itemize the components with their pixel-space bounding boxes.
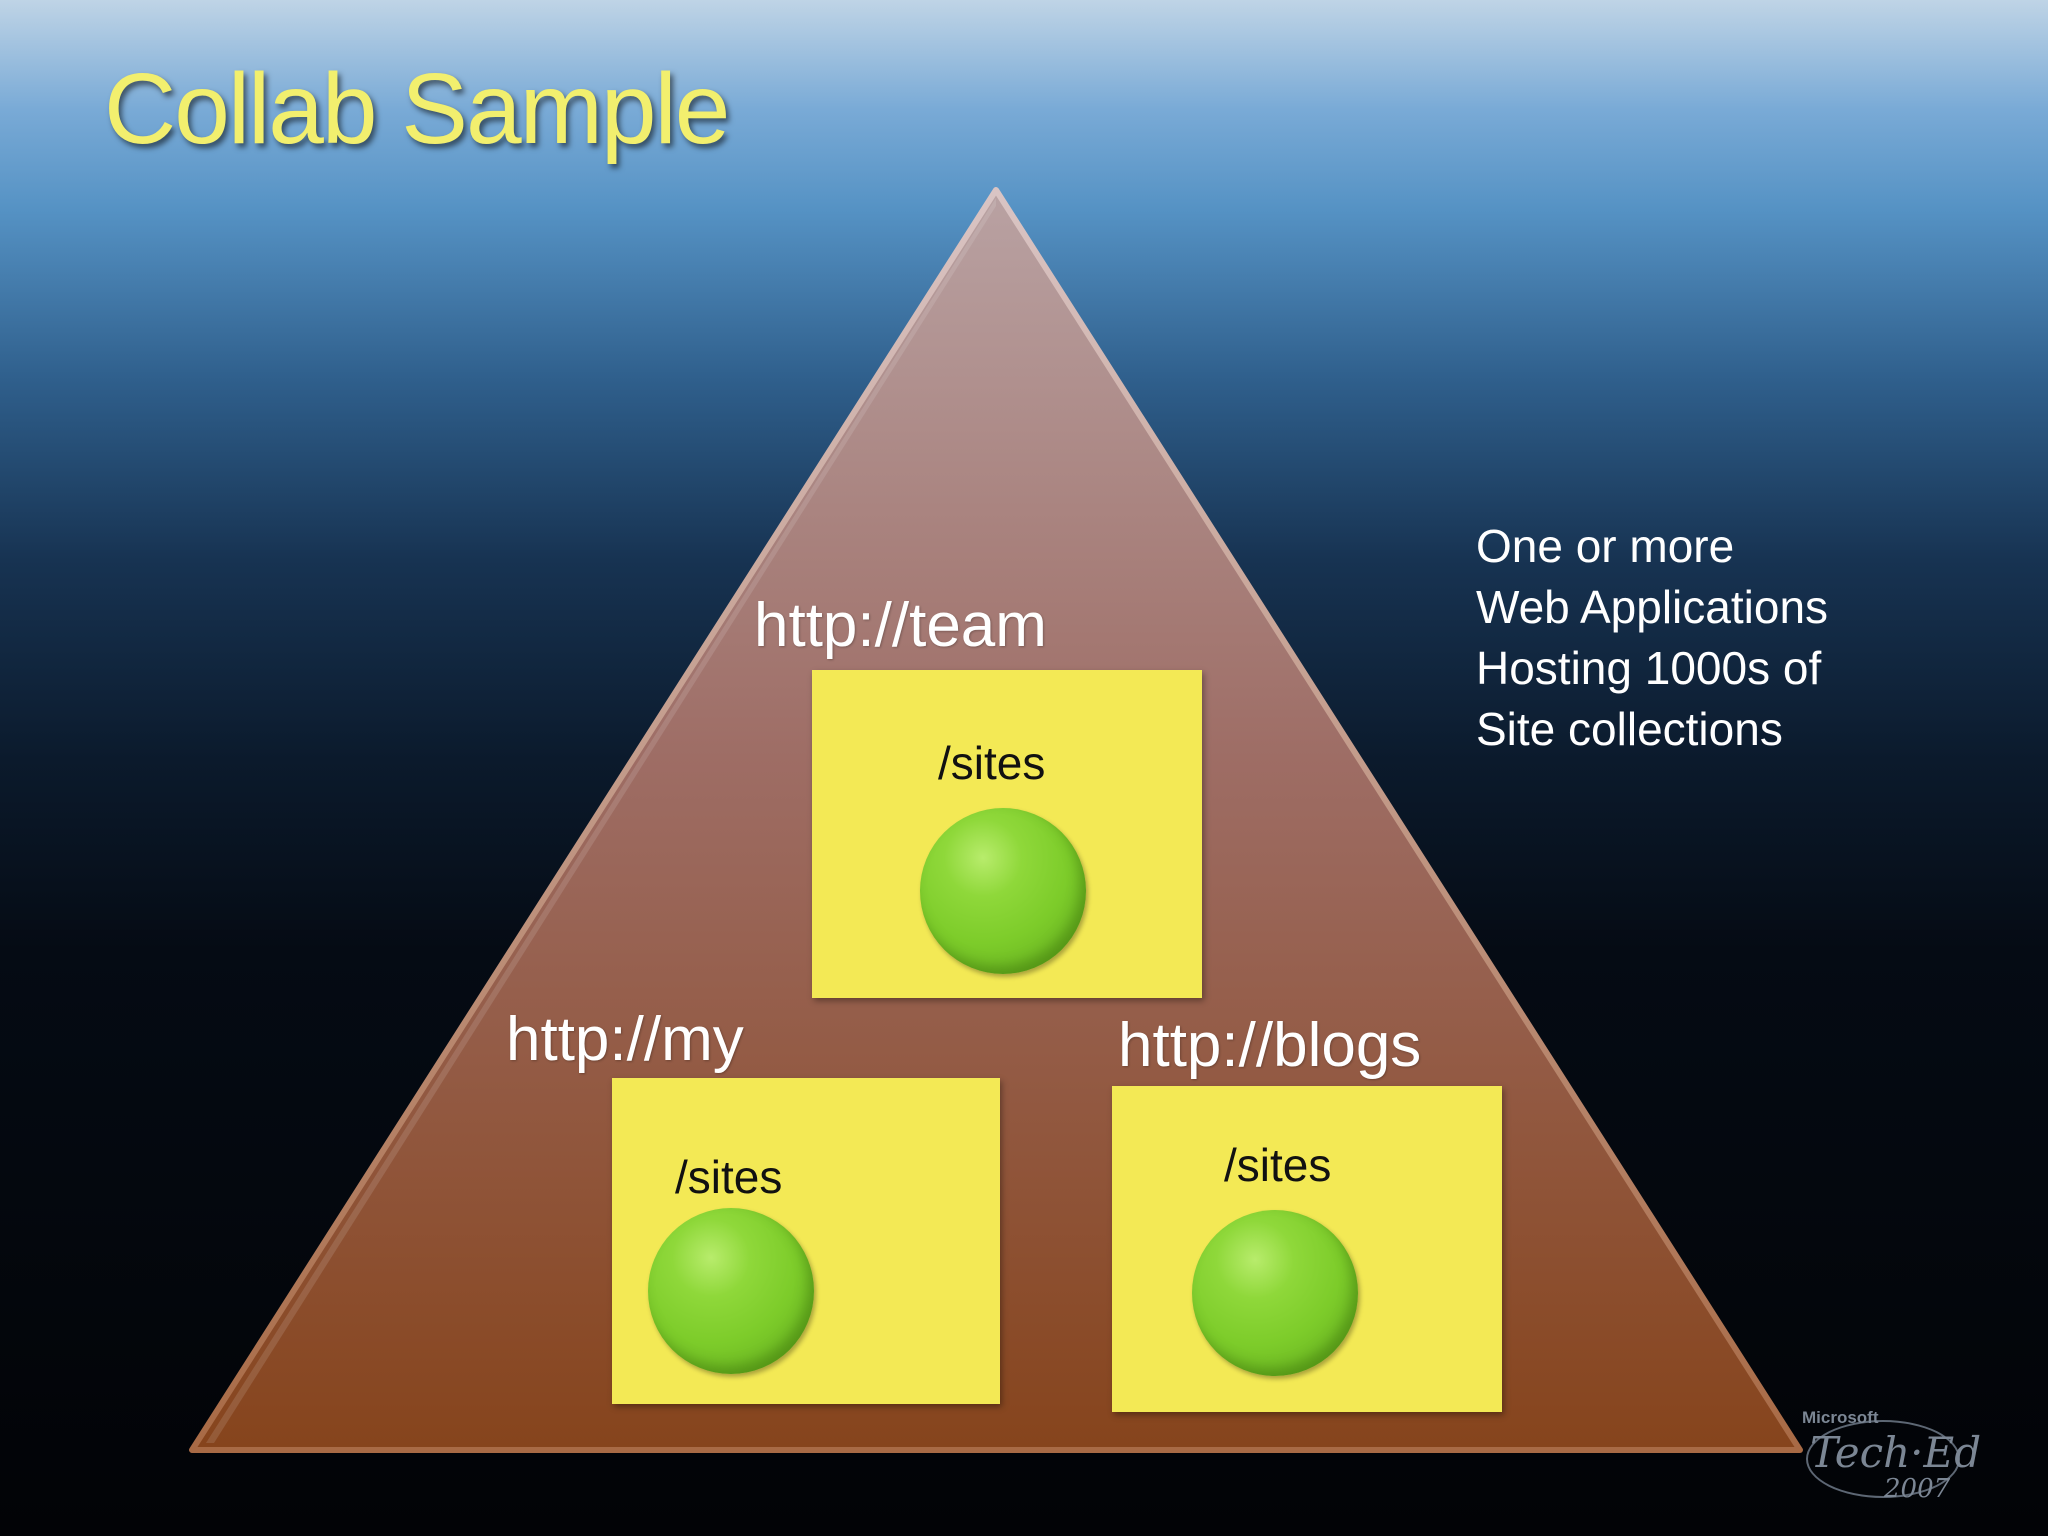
logo-ring xyxy=(1806,1420,1960,1498)
managed-path-label: /sites xyxy=(675,1151,783,1203)
slide-title: Collab Sample xyxy=(104,53,730,165)
event-logo: Microsoft Tech·Ed 2007 xyxy=(1800,1408,1981,1504)
site-collection-circle-icon xyxy=(1192,1210,1358,1376)
side-note-line: Hosting 1000s of xyxy=(1476,642,1822,694)
side-note-line: One or more xyxy=(1476,520,1735,572)
side-note-line: Site collections xyxy=(1476,703,1783,755)
side-note-line: Web Applications xyxy=(1476,581,1829,633)
web-app-box-my: /sites xyxy=(612,1078,1000,1404)
web-app-url-blogs: http://blogs xyxy=(1118,1011,1422,1080)
web-app-box-team: /sites xyxy=(812,670,1202,998)
managed-path-label: /sites xyxy=(1224,1139,1332,1191)
logo-company: Microsoft xyxy=(1802,1408,1879,1427)
web-app-box-blogs: /sites xyxy=(1112,1086,1502,1412)
side-note: One or more Web Applications Hosting 100… xyxy=(1476,516,1828,760)
managed-path-label: /sites xyxy=(938,737,1046,789)
site-collection-circle-icon xyxy=(920,808,1086,974)
web-app-url-team: http://team xyxy=(754,591,1047,660)
web-app-url-my: http://my xyxy=(506,1005,744,1074)
logo-event-name: Tech·Ed xyxy=(1810,1428,1982,1477)
site-collection-circle-icon xyxy=(648,1208,814,1374)
logo-year: 2007 xyxy=(1884,1474,1951,1504)
